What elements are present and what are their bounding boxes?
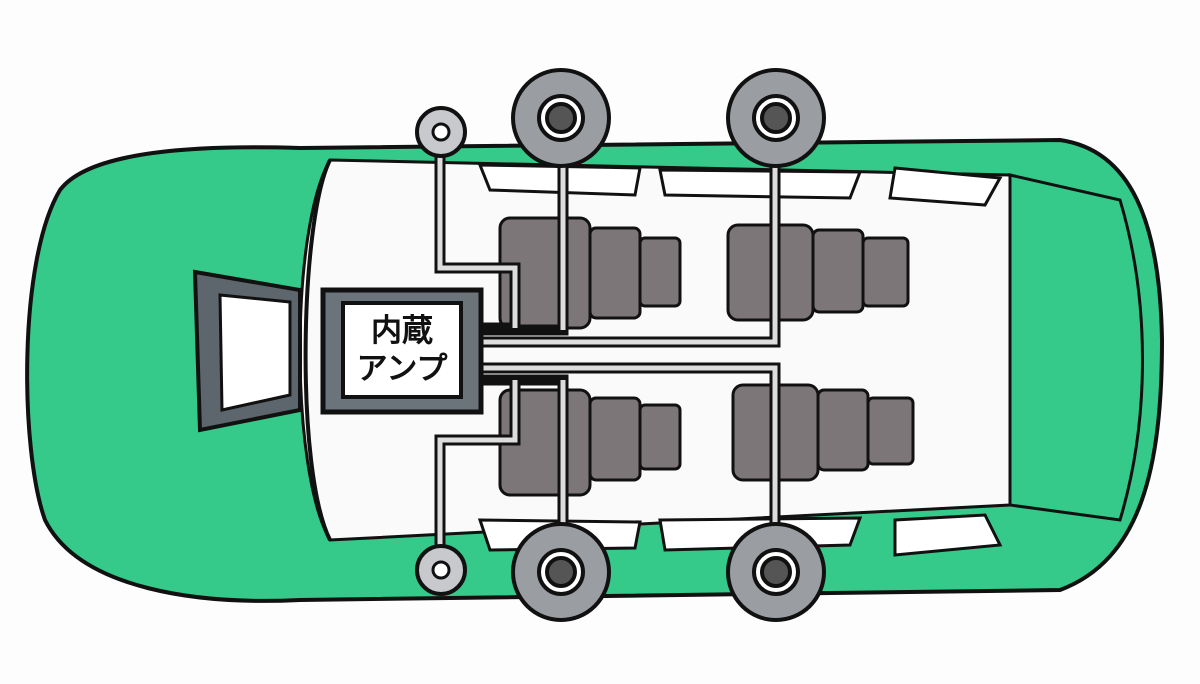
seat-rear-left xyxy=(726,223,910,322)
tweeter-front-right xyxy=(415,544,467,596)
windshield xyxy=(303,159,332,541)
rear-window xyxy=(1008,173,1144,522)
speaker-rear-right xyxy=(726,522,826,622)
speaker-front-right xyxy=(511,522,611,622)
amp-label-line2: アンプ xyxy=(356,351,448,387)
speaker-rear-left xyxy=(726,68,826,168)
amp-label-line1: 内蔵 xyxy=(371,313,433,349)
amp-label: 内蔵 アンプ xyxy=(346,306,458,394)
dashboard-display xyxy=(192,269,302,433)
speaker-front-left xyxy=(511,68,611,168)
side-windows xyxy=(477,163,1003,557)
tweeter-front-left xyxy=(415,106,467,158)
